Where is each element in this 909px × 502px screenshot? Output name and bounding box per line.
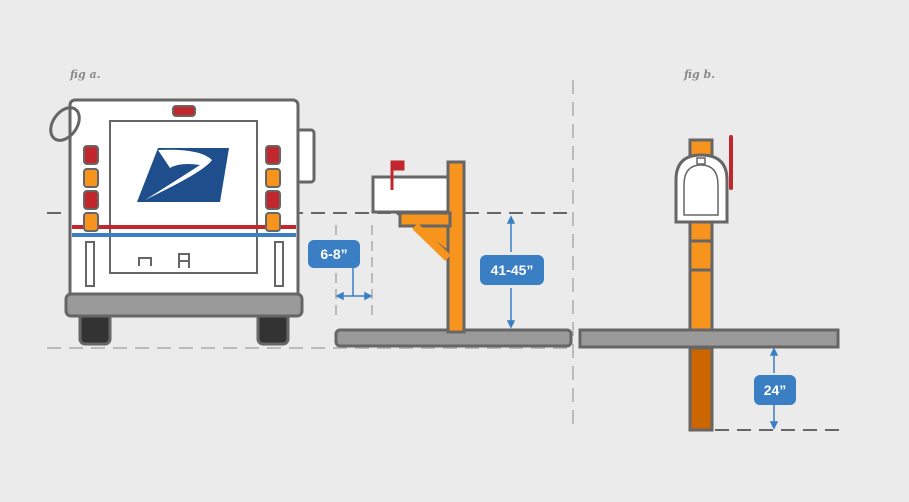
usps-eagle-logo [137, 148, 229, 202]
height-badge: 41-45” [480, 255, 544, 285]
setback-badge: 6-8” [308, 240, 360, 268]
guide-lines [47, 80, 840, 431]
dimension-arrows [335, 215, 779, 430]
curbside-mailbox-front [578, 135, 840, 432]
curbside-mailbox-side [334, 160, 573, 348]
fig-b-label: fig b. [684, 68, 716, 81]
mail-truck [49, 98, 316, 346]
fig-a-label: fig a. [70, 68, 101, 81]
depth-badge: 24” [754, 375, 796, 405]
